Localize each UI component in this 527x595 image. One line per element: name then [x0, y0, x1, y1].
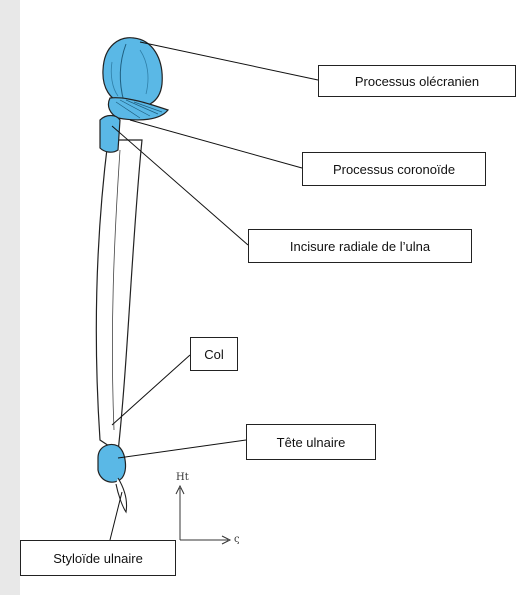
- label-neck: Col: [190, 337, 238, 371]
- leader-styloid: [109, 491, 123, 541]
- coronoid-hatching: [115, 99, 163, 119]
- left-margin-strip: [0, 0, 20, 595]
- label-olecranon: Processus olécranien: [318, 65, 516, 97]
- orientation-side-arrowhead: [221, 535, 232, 545]
- label-radial-notch: Incisure radiale de l’ulna: [248, 229, 472, 263]
- label-ulnar-styloid: Styloïde ulnaire: [20, 540, 176, 576]
- radial-notch: [99, 114, 121, 153]
- label-coronoid: Processus coronoïde: [302, 152, 486, 186]
- leader-neck: [111, 354, 191, 426]
- ulnar-head: [97, 443, 127, 483]
- orientation-side-label: ς: [234, 534, 240, 545]
- olecranon-process: [102, 37, 163, 108]
- orientation-up-arrowhead: [175, 484, 185, 495]
- ulna-shaft: [95, 139, 143, 454]
- leader-olecranon: [139, 41, 319, 81]
- orientation-up-label: Ht: [176, 472, 189, 483]
- leader-head: [117, 439, 247, 459]
- leader-radial-notch: [111, 125, 249, 246]
- olecranon-shading: [110, 49, 149, 97]
- ulna-shaft-inner-line: [111, 149, 121, 431]
- leader-coronoid: [129, 119, 303, 169]
- olecranon-fold-line: [119, 43, 127, 103]
- label-ulnar-head: Tête ulnaire: [246, 424, 376, 460]
- coronoid-process: [107, 97, 170, 121]
